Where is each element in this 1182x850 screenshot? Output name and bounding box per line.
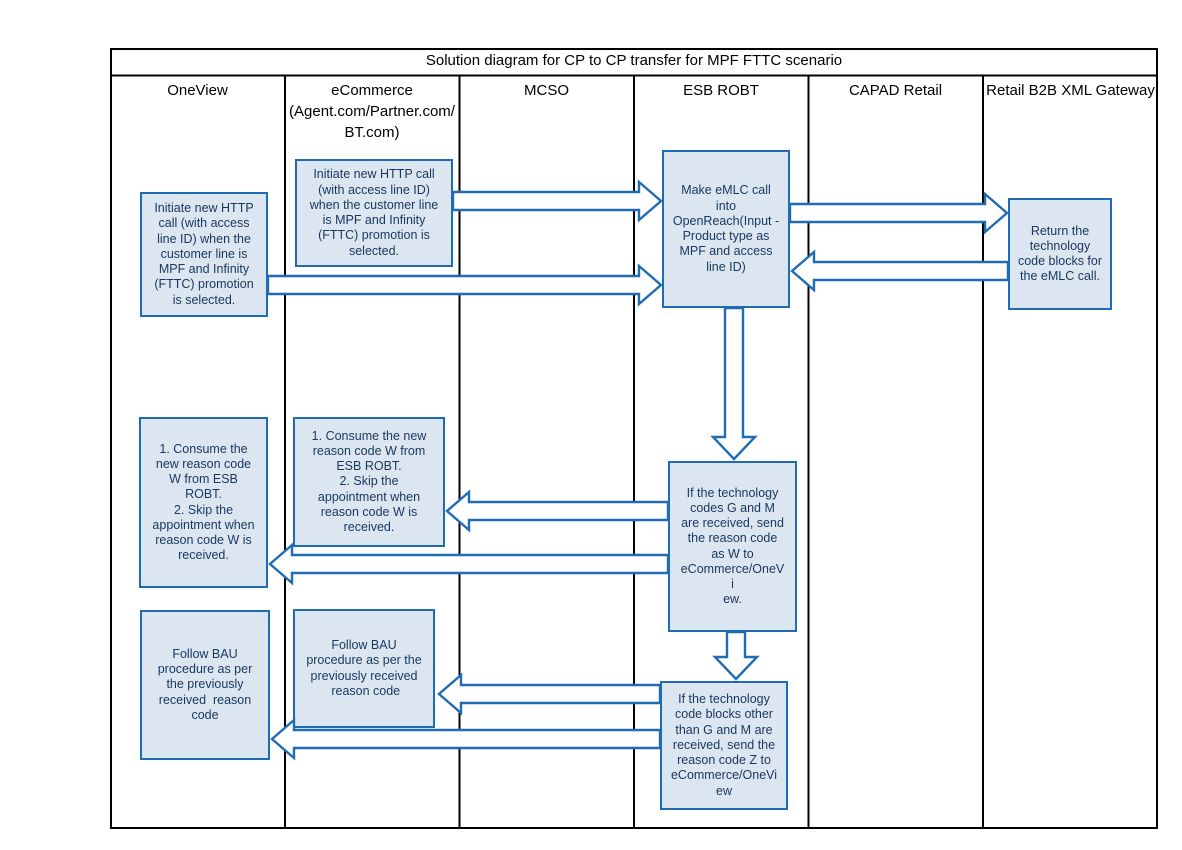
ecommerce-initiate-http-box: Initiate new HTTP call (with access line…: [295, 159, 453, 267]
box-text: If the technology code blocks other than…: [670, 692, 778, 798]
arrow-esb-to-gateway-emlc: [788, 191, 1009, 235]
esb-codes-other-box: If the technology code blocks other than…: [660, 681, 788, 810]
box-text: 1. Consume the new reason code W from ES…: [152, 441, 255, 563]
box-text: Return the technology code blocks for th…: [1017, 223, 1103, 284]
arrow-esb-top-to-middle: [710, 306, 758, 461]
arrow-esb-to-ecommerce-z: [437, 672, 662, 716]
box-text: Make eMLC call into OpenReach(Input - Pr…: [672, 183, 780, 274]
oneview-follow-bau-box: Follow BAU procedure as per the previous…: [140, 610, 270, 760]
gateway-return-technology-codes-box: Return the technology code blocks for th…: [1008, 198, 1112, 310]
arrow-gateway-to-esb-return: [790, 249, 1010, 293]
lane-header-mcso: MCSO: [524, 82, 569, 99]
arrow-esb-to-oneview-w: [268, 542, 670, 586]
box-text: Initiate new HTTP call (with access line…: [309, 167, 439, 258]
arrow-oneview-to-esb-http: [266, 263, 663, 307]
box-text: 1. Consume the new reason code W from ES…: [311, 428, 427, 535]
box-text: Follow BAU procedure as per the previous…: [306, 638, 422, 698]
lane-header-esb-robt: ESB ROBT: [683, 82, 759, 99]
esb-codes-g-m-box: If the technology codes G and M are rece…: [668, 461, 797, 632]
oneview-initiate-http-box: Initiate new HTTP call (with access line…: [140, 192, 268, 317]
diagram-title: Solution diagram for CP to CP transfer f…: [425, 52, 843, 69]
arrow-esb-to-ecommerce-w: [445, 489, 670, 533]
ecommerce-consume-reason-w-box: 1. Consume the new reason code W from ES…: [293, 417, 445, 547]
box-text: Initiate new HTTP call (with access line…: [154, 201, 254, 307]
arrow-ecommerce-to-esb-http: [451, 179, 663, 223]
box-text: If the technology codes G and M are rece…: [680, 485, 785, 607]
ecommerce-follow-bau-box: Follow BAU procedure as per the previous…: [293, 609, 435, 728]
lane-header-retail-b2b-xml-gateway: Retail B2B XML Gateway: [986, 82, 1155, 99]
arrow-esb-middle-to-bottom: [712, 630, 760, 681]
lane-header-oneview: OneView: [167, 82, 228, 99]
esb-make-emlc-call-box: Make eMLC call into OpenReach(Input - Pr…: [662, 150, 790, 308]
lane-header-capad-retail: CAPAD Retail: [848, 82, 943, 99]
lane-header-ecommerce: eCommerce (Agent.com/Partner.com/BT.com): [289, 82, 455, 141]
oneview-consume-reason-w-box: 1. Consume the new reason code W from ES…: [139, 417, 268, 588]
box-text: Follow BAU procedure as per the previous…: [157, 646, 253, 722]
